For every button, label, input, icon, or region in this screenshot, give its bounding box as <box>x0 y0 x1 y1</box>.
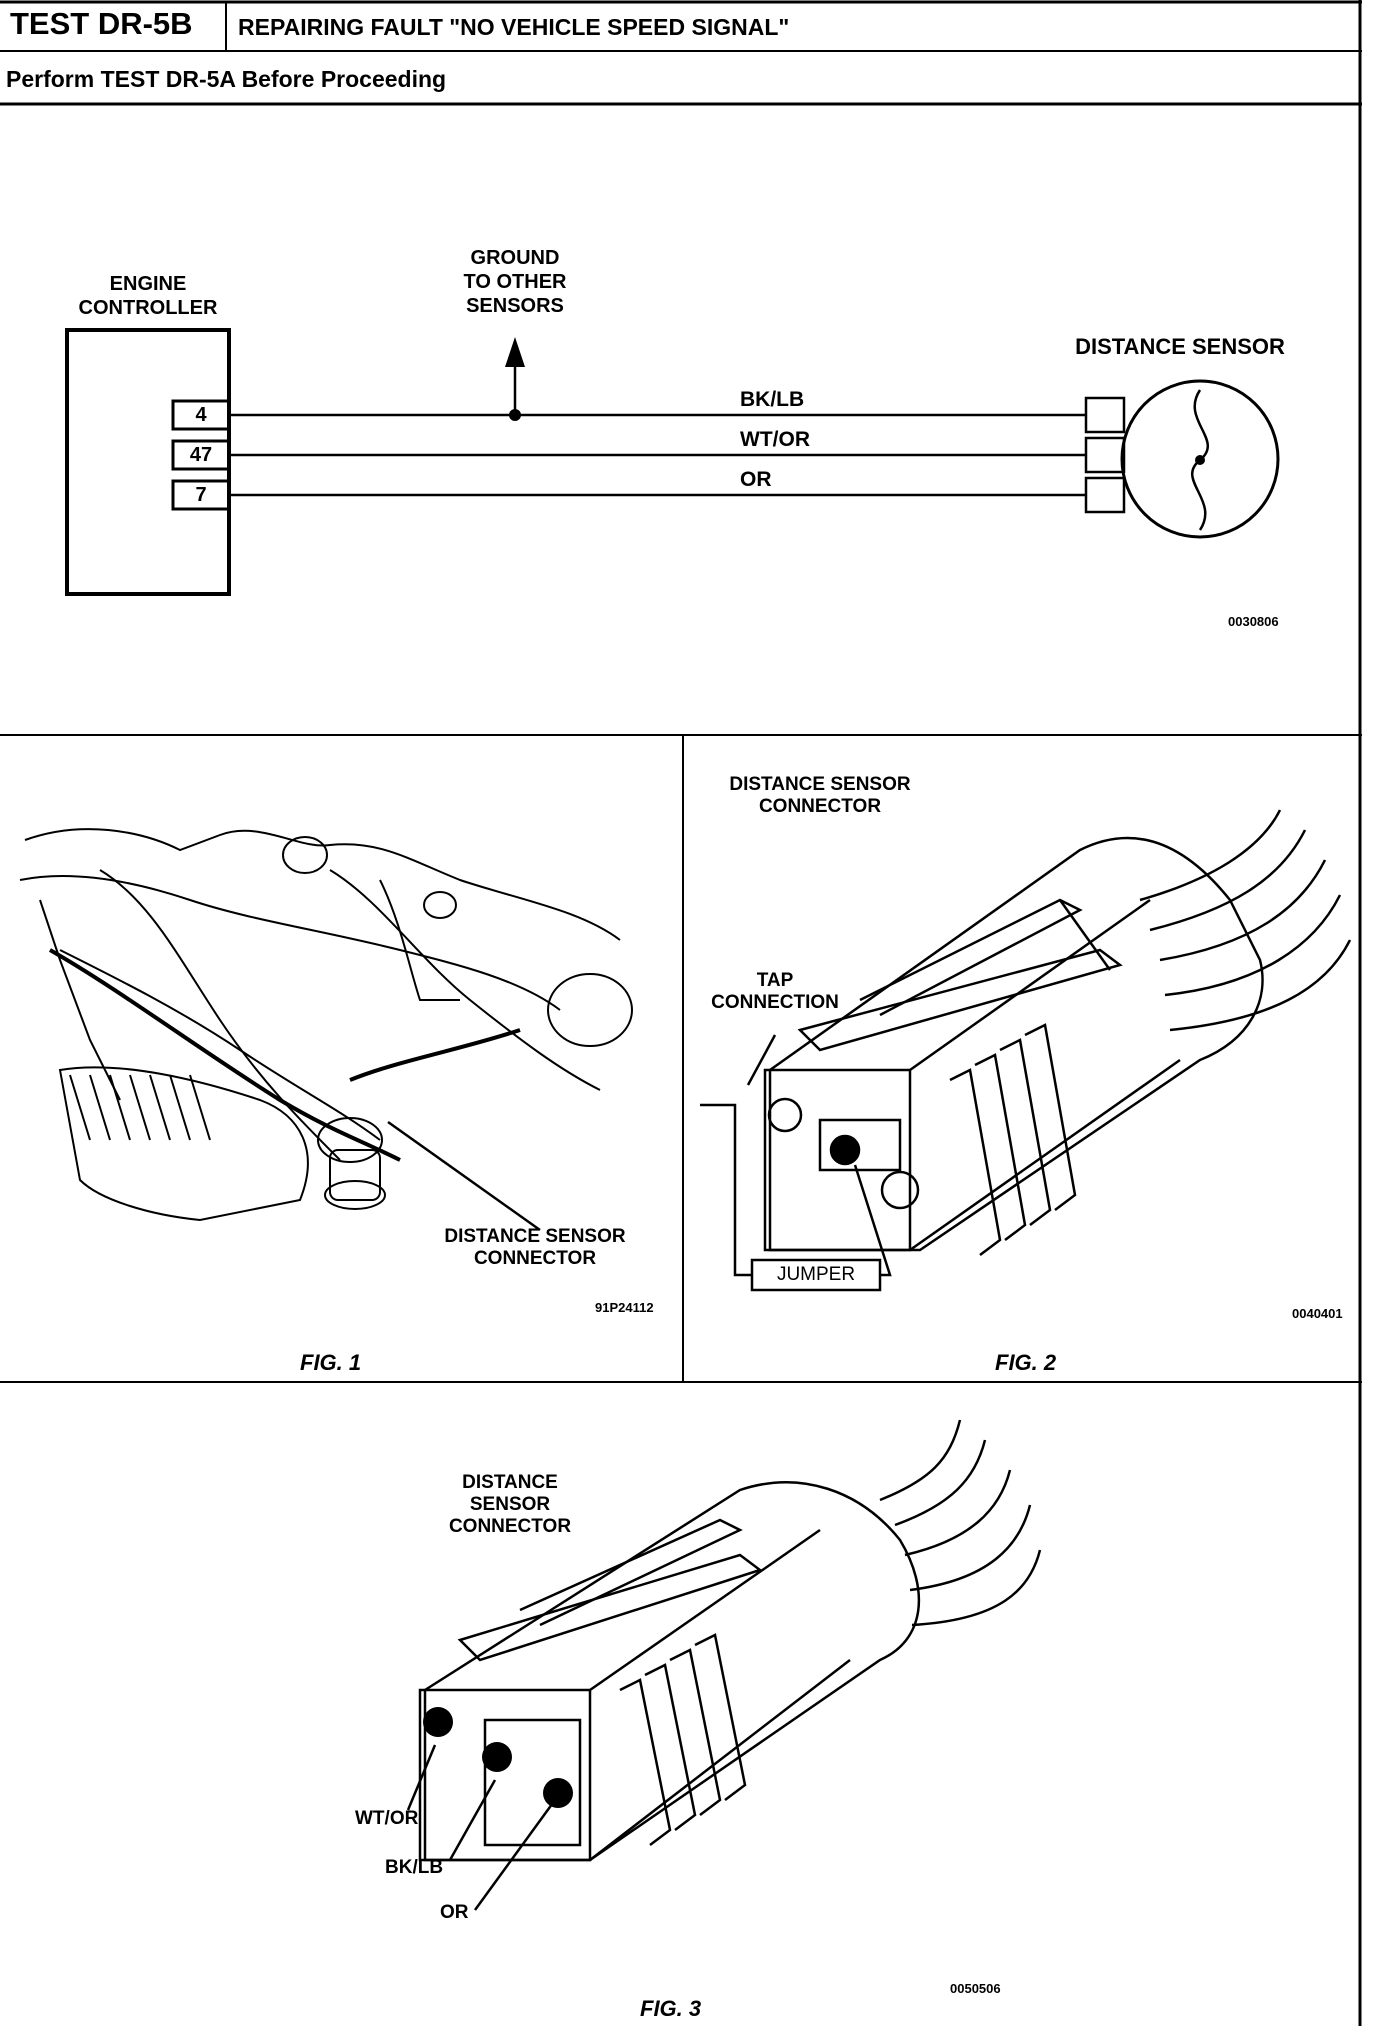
schematic-code: 0030806 <box>1228 614 1279 629</box>
fig2-jumper-box <box>750 1258 882 1292</box>
fig2-connector-label: DISTANCE SENSOR CONNECTOR <box>729 774 911 817</box>
fig2-code: 0040401 <box>1292 1306 1343 1321</box>
page-subtitle: Perform TEST DR-5A Before Proceeding <box>6 66 447 92</box>
page-title: REPAIRING FAULT "NO VEHICLE SPEED SIGNAL… <box>238 14 790 40</box>
fig1-code: 91P24112 <box>595 1300 654 1315</box>
distance-sensor-label: DISTANCE SENSOR <box>1075 334 1285 359</box>
fig3-terminal-or <box>543 1778 573 1808</box>
pin-4-label: 4 <box>195 404 207 426</box>
fig3-wire-label-or: OR <box>440 1902 469 1923</box>
engine-controller-label: ENGINE CONTROLLER <box>78 273 218 319</box>
ground-arrow <box>505 337 525 367</box>
test-id: TEST DR-5B <box>10 6 193 41</box>
fig2-caption: FIG. 2 <box>995 1350 1057 1375</box>
fig3-terminal-wt-or <box>423 1707 453 1737</box>
fig2-terminal <box>829 1134 861 1166</box>
fig1-caption: FIG. 1 <box>300 1350 362 1375</box>
fig2-jumper-label: JUMPER <box>776 1264 856 1285</box>
fig3-terminal-bk-lb <box>482 1742 512 1772</box>
distance-sensor-symbol <box>1120 379 1280 539</box>
fig3-caption: FIG. 3 <box>640 1996 702 2021</box>
fig3-wire-label-wt-or: WT/OR <box>355 1808 419 1829</box>
ground-splice-dot <box>509 409 521 421</box>
fig3-connector-label: DISTANCE SENSOR CONNECTOR <box>448 1472 572 1537</box>
fig3-code: 0050506 <box>950 1981 1001 1996</box>
fig1-connector-label: DISTANCE SENSOR CONNECTOR <box>444 1226 626 1269</box>
fig3-wire-label-bk-lb: BK/LB <box>385 1857 444 1878</box>
wire-label-or: OR <box>740 468 772 491</box>
wire-label-bk-lb: BK/LB <box>740 388 805 411</box>
pin-47-label: 47 <box>189 444 213 466</box>
pin-7-label: 7 <box>195 484 207 506</box>
ground-label: GROUND TO OTHER SENSORS <box>463 247 567 317</box>
fig2-tap-connection-label: TAP CONNECTION <box>711 970 839 1013</box>
wire-label-wt-or: WT/OR <box>740 428 810 451</box>
